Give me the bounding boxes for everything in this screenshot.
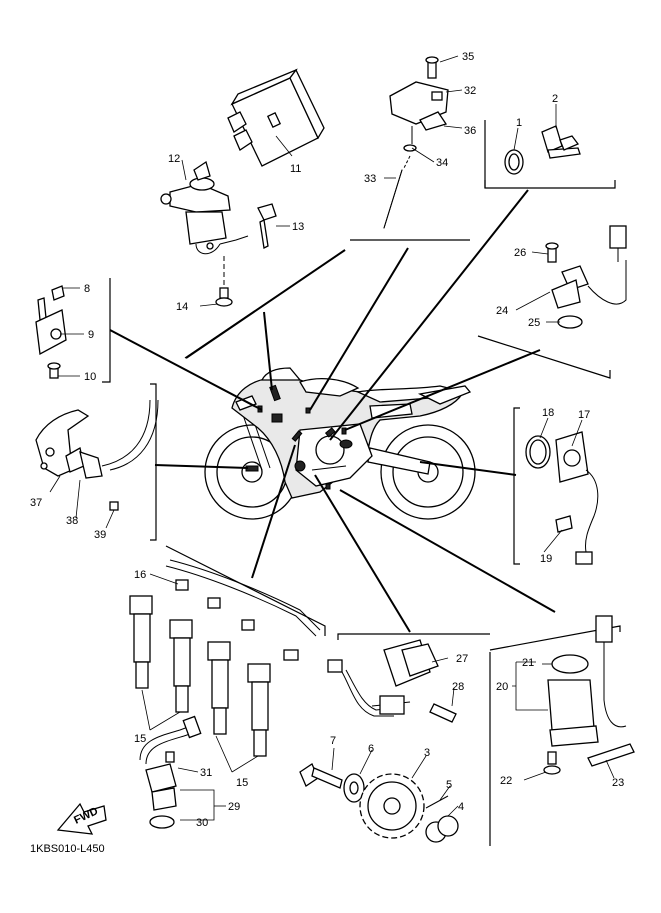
callout-15-left: 15: [134, 733, 146, 745]
callout-8: 8: [84, 283, 90, 295]
callout-36: 36: [464, 125, 476, 137]
callout-23: 23: [612, 777, 624, 789]
callout-37: 37: [30, 497, 42, 509]
callout-22: 22: [500, 775, 512, 787]
sensor-38: [35, 399, 159, 511]
callout-1: 1: [516, 117, 522, 129]
callout-27: 27: [456, 653, 468, 665]
diagram-code: 1KBS010-L450: [30, 843, 105, 855]
sensor-29: [139, 715, 202, 829]
sensor-17: [525, 431, 599, 565]
callout-33: 33: [364, 173, 376, 185]
bolt-14: [215, 256, 233, 307]
callout-11: 11: [290, 163, 301, 175]
callout-29: 29: [228, 801, 240, 813]
callout-14: 14: [176, 301, 188, 313]
callout-28: 28: [452, 681, 464, 693]
group-brackets: [102, 120, 621, 846]
callout-31: 31: [200, 767, 212, 779]
callout-26: 26: [514, 247, 526, 259]
vacuum-hose: [383, 155, 411, 229]
callout-leaders: [49, 55, 615, 821]
callout-15-right: 15: [236, 777, 248, 789]
callout-38: 38: [66, 515, 78, 527]
key: [257, 203, 277, 249]
callout-39: 39: [94, 529, 106, 541]
pressure-sensor: [389, 56, 449, 152]
temperature-sensor: [504, 125, 581, 175]
sensor-27: [327, 639, 457, 723]
callout-21: 21: [522, 657, 534, 669]
callout-7: 7: [330, 735, 336, 747]
callout-12: 12: [168, 153, 180, 165]
callout-3: 3: [424, 747, 430, 759]
motorcycle-illustration: [204, 367, 476, 520]
callout-4: 4: [458, 801, 464, 813]
callout-19: 19: [540, 553, 552, 565]
callout-13: 13: [292, 221, 304, 233]
fwd-arrow-icon: [56, 802, 107, 835]
callout-32: 32: [464, 85, 476, 97]
callout-35: 35: [462, 51, 474, 63]
callout-34: 34: [436, 157, 448, 169]
callout-9: 9: [88, 329, 94, 341]
sensor-20: [543, 615, 635, 775]
callout-30: 30: [196, 817, 208, 829]
callout-24: 24: [496, 305, 508, 317]
ecu-unit: [227, 68, 325, 167]
callout-2: 2: [552, 93, 558, 105]
sensor-9: [35, 285, 67, 379]
ignition-coils: [129, 559, 321, 757]
callout-25: 25: [528, 317, 540, 329]
timing-rotor: [299, 763, 459, 843]
callout-5: 5: [446, 779, 452, 791]
callout-6: 6: [368, 743, 374, 755]
main-switch: [160, 160, 249, 255]
callout-numbers: 35 32 36 34 33 11 12 13 14 1 2 26 24 25 …: [30, 51, 624, 829]
callout-20: 20: [496, 681, 508, 693]
callout-18: 18: [542, 407, 554, 419]
callout-10: 10: [84, 371, 96, 383]
sensor-24: [545, 225, 627, 329]
callout-16: 16: [134, 569, 146, 581]
callout-17: 17: [578, 409, 590, 421]
